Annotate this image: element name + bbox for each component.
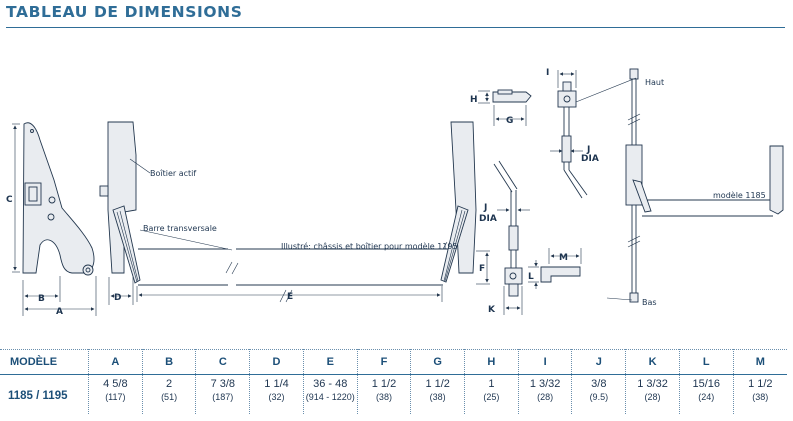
cell-f: 1 1/2 (38)	[356, 374, 411, 414]
cell-a-inch: 4 5/8	[103, 378, 128, 390]
cell-g-mm: (38)	[429, 392, 446, 402]
dim-label-i: I	[546, 68, 549, 78]
dim-label-b: B	[38, 294, 45, 304]
dim-label-g: G	[506, 116, 513, 126]
header-col-e: E	[302, 349, 358, 375]
header-col-g: G	[410, 349, 465, 375]
dim-label-e: E	[287, 292, 293, 302]
cell-a: 4 5/8 (117)	[88, 374, 143, 414]
cell-e: 36 - 48 (914 - 1220)	[302, 374, 358, 414]
header-col-l: L	[678, 349, 734, 375]
cell-i: 1 3/32 (28)	[517, 374, 572, 414]
dim-label-j-upper: J	[586, 145, 590, 155]
table-row: 1185 / 1195 4 5/8(117) 2(51) 7 3/8(187) …	[0, 374, 787, 414]
cell-j-inch: 3/8	[591, 378, 607, 390]
cell-d-inch: 1 1/4	[264, 378, 289, 390]
label-modele-1185: modèle 1185	[713, 190, 766, 200]
cell-b-mm: (51)	[161, 392, 178, 402]
header-col-j: J	[571, 349, 626, 375]
label-haut: Haut	[645, 78, 664, 87]
cell-c-mm: (187)	[212, 392, 234, 402]
cell-h-mm: (25)	[483, 392, 500, 402]
cell-m-inch: 1 1/2	[748, 378, 773, 390]
cell-h-inch: 1	[488, 378, 495, 390]
rod-detail-upper	[550, 70, 588, 199]
cell-f-mm: (38)	[375, 392, 392, 402]
header-col-i: I	[517, 349, 572, 375]
cell-i-mm: (28)	[537, 392, 554, 402]
label-illustre: Illustré: châssis et boîtier pour modèle…	[281, 241, 458, 251]
dim-label-m: M	[559, 253, 568, 263]
header-col-f: F	[356, 349, 411, 375]
side-view	[12, 122, 97, 316]
dim-label-j-lower: J	[483, 203, 487, 213]
header-col-d: D	[249, 349, 304, 375]
cell-d-mm: (32)	[268, 392, 285, 402]
dim-label-h: H	[470, 95, 478, 105]
cell-l-inch: 15/16	[692, 378, 721, 390]
cell-e-mm: (914 - 1220)	[305, 392, 355, 402]
cell-k-inch: 1 3/32	[637, 378, 668, 390]
vertical-rod-assembly	[575, 68, 784, 303]
cell-f-inch: 1 1/2	[371, 378, 397, 390]
header-col-a: A	[88, 349, 143, 375]
header-col-b: B	[141, 349, 196, 375]
cell-m-mm: (38)	[752, 392, 769, 402]
page-title: TABLEAU DE DIMENSIONS	[6, 3, 243, 21]
cell-e-inch: 36 - 48	[313, 378, 348, 390]
dim-label-d: D	[114, 293, 121, 303]
cell-l: 15/16 (24)	[678, 374, 734, 414]
cell-i-inch: 1 3/32	[529, 378, 561, 390]
cell-g: 1 1/2 (38)	[410, 374, 465, 414]
dim-label-l: L	[528, 272, 534, 282]
cell-k-mm: (28)	[644, 392, 661, 402]
cell-j-mm: (9.5)	[589, 392, 609, 402]
dim-label-a: A	[56, 307, 63, 317]
front-view	[99, 121, 490, 305]
label-bas: Bas	[642, 298, 657, 307]
cell-k: 1 3/32 (28)	[625, 374, 680, 414]
dimensions-table: MODÈLE A B C D E F G H I J K L M 1185 / …	[0, 349, 787, 414]
cell-a-mm: (117)	[105, 392, 126, 402]
cell-l-mm: (24)	[698, 392, 715, 402]
cell-j: 3/8 (9.5)	[571, 374, 626, 414]
header-col-k: K	[625, 349, 680, 375]
label-boitier-actif: Boîtier actif	[150, 169, 196, 178]
cell-b-inch: 2	[166, 378, 173, 390]
cell-m: 1 1/2 (38)	[732, 374, 787, 414]
header-col-m: M	[732, 349, 787, 375]
cap-detail	[478, 89, 532, 126]
cell-d: 1 1/4 (32)	[249, 374, 304, 414]
row-model: 1185 / 1195	[8, 390, 68, 402]
cell-c: 7 3/8 (187)	[195, 374, 250, 414]
dim-label-c: C	[6, 195, 13, 205]
cell-b: 2 (51)	[141, 374, 196, 414]
dia-label-upper: DIA	[581, 154, 599, 164]
dim-label-f: F	[479, 264, 485, 274]
dim-label-k: K	[488, 305, 496, 315]
dia-label-lower: DIA	[479, 214, 497, 224]
header-col-c: C	[195, 349, 250, 375]
header-model: MODÈLE	[10, 356, 58, 368]
dimension-diagram: C B A Boîtier	[6, 68, 784, 317]
title-rule	[6, 27, 785, 28]
header-col-h: H	[464, 349, 519, 375]
cell-g-inch: 1 1/2	[425, 378, 450, 390]
cell-c-inch: 7 3/8	[210, 378, 236, 390]
label-barre-transversale: Barre transversale	[143, 224, 217, 233]
rod-detail-lower	[493, 160, 530, 315]
plate-detail	[528, 248, 582, 289]
cell-h: 1 (25)	[464, 374, 519, 414]
table-header-row: MODÈLE A B C D E F G H I J K L M	[0, 349, 787, 375]
